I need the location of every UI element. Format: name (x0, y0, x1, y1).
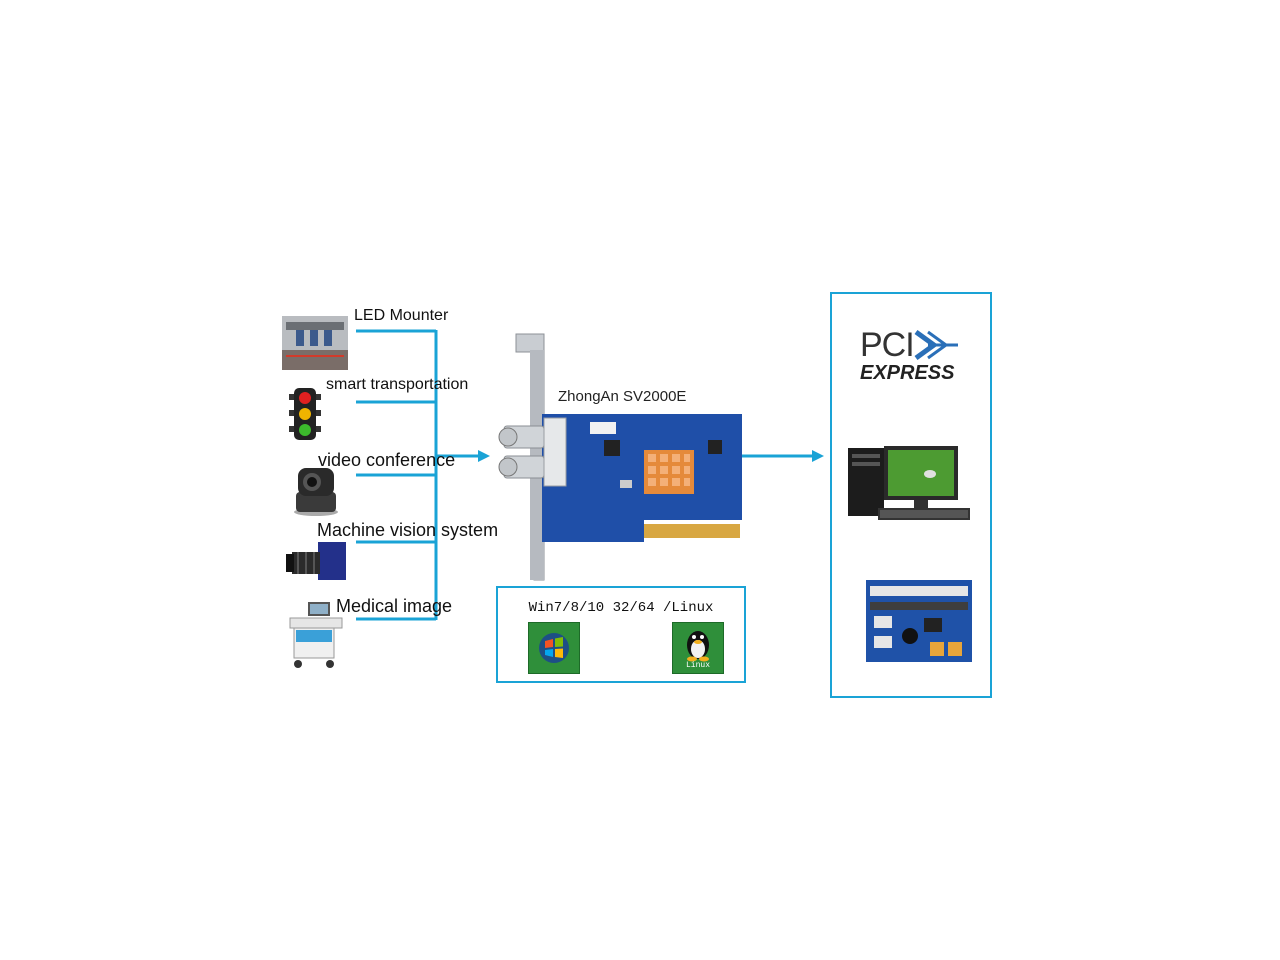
linux-label: Linux (685, 661, 710, 670)
motherboard-photo (866, 580, 972, 662)
desktop-computer-icon (848, 446, 970, 520)
windows-icon (528, 622, 580, 674)
input-label-machine-vision: Machine vision system (317, 520, 499, 540)
arrow-head-right (812, 450, 824, 462)
arrow-head-left (478, 450, 490, 462)
pcie-logo-line2: EXPRESS (860, 362, 955, 384)
os-support-title: Win7/8/10 32/64 /Linux (528, 600, 714, 616)
pcie-host-box: PCI EXPRESS (830, 292, 992, 698)
ptz-camera-icon (290, 462, 342, 516)
pcie-logo: PCI EXPRESS (858, 326, 968, 390)
led-mounter-photo (282, 316, 348, 370)
input-label-smart-transportation: smart transportation (326, 376, 469, 393)
linux-icon: Linux (672, 622, 724, 674)
card-title: ZhongAn SV2000E (558, 388, 687, 405)
pcie-chevron-icon (914, 330, 958, 360)
os-support-box: Win7/8/10 32/64 /Linux Linux (496, 586, 746, 683)
traffic-light-icon (288, 386, 322, 442)
input-label-video-conference: video conference (318, 450, 456, 470)
input-label-led-mounter: LED Mounter (354, 307, 449, 324)
capture-card-image (498, 333, 742, 581)
input-label-medical-image: Medical image (336, 596, 453, 616)
pcie-logo-line1: PCI (860, 326, 915, 364)
industrial-camera-icon (284, 538, 348, 584)
medical-cart-icon (286, 600, 346, 670)
